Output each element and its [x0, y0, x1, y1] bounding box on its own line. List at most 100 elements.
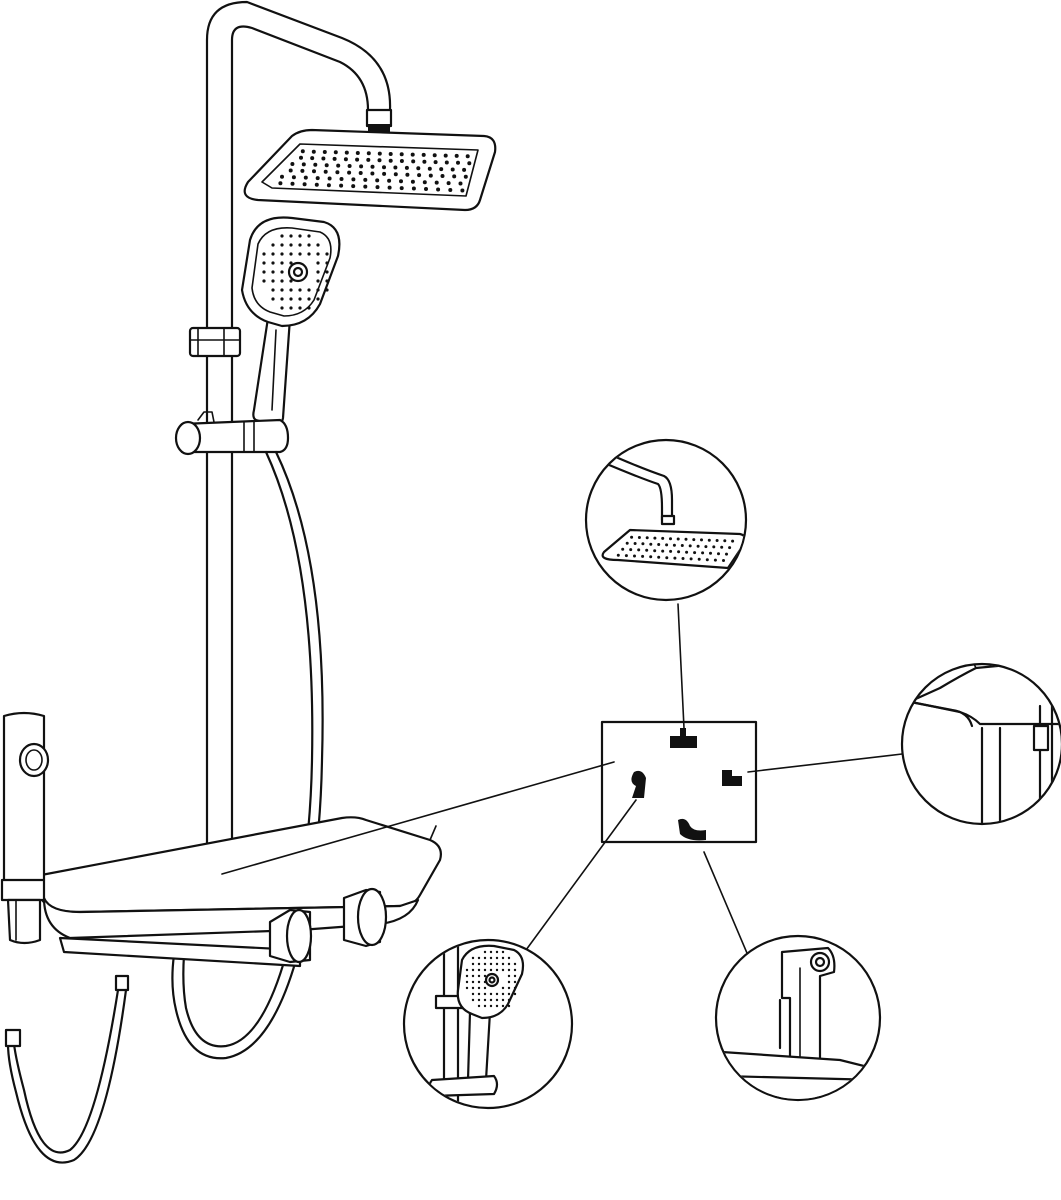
rain-shower-head [243, 128, 497, 212]
parts-kit-box [600, 720, 758, 844]
nozzle-dot [489, 992, 493, 996]
nozzle-dot [358, 171, 363, 175]
nozzle-dot [633, 542, 637, 545]
nozzle-dot [299, 155, 303, 160]
side-hand-spray [0, 711, 50, 945]
nozzle-dot [645, 548, 649, 552]
nozzle-dot [280, 288, 284, 292]
nozzle-dot [673, 556, 677, 560]
nozzle-dot [483, 1004, 487, 1008]
nozzle-dot [289, 252, 293, 256]
nozzle-dot [289, 297, 293, 301]
nozzle-dot [388, 158, 393, 163]
nozzle-dot [489, 998, 493, 1002]
nozzle-dot [271, 279, 275, 283]
nozzle-dot [715, 539, 719, 542]
callout-rain-nozzles [616, 535, 735, 562]
nozzle-dot [477, 962, 481, 966]
nozzle-dot [370, 171, 375, 176]
nozzle-dot [280, 306, 284, 310]
kit-part-curved-clip [678, 818, 706, 841]
nozzle-dot [692, 538, 696, 542]
nozzle-dot [701, 551, 705, 555]
nozzle-dot [271, 243, 275, 247]
nozzle-dot [657, 543, 661, 546]
nozzle-dot [513, 992, 517, 996]
nozzle-dot [382, 165, 386, 170]
nozzle-dot [483, 956, 487, 960]
nozzle-dot [347, 170, 352, 175]
nozzle-dot [688, 544, 692, 548]
nozzle-dot [316, 261, 320, 265]
nozzle-dot [477, 956, 481, 960]
nozzle-dot [262, 252, 266, 256]
nozzle-dot [676, 537, 680, 541]
kit-part-arm-connector [670, 728, 697, 748]
nozzle-dot [665, 543, 669, 547]
nozzle-dot [280, 234, 284, 238]
nozzle-dot [289, 234, 293, 238]
nozzle-dot [411, 159, 416, 164]
nozzle-dot [657, 555, 661, 559]
nozzle-dot [471, 956, 475, 960]
nozzle-dot [335, 170, 340, 175]
nozzle-dot [507, 980, 511, 984]
nozzle-dot [410, 179, 415, 184]
nozzle-dot [313, 162, 318, 167]
nozzle-dot [467, 161, 472, 166]
nozzle-dot [290, 181, 295, 186]
callout-hand-holder [402, 938, 574, 1110]
nozzle-dot [326, 183, 331, 188]
nozzle-dot [375, 185, 380, 190]
nozzle-dot [325, 279, 329, 283]
nozzle-dot [465, 974, 469, 978]
nozzle-dot [477, 986, 481, 990]
nozzle-dot [351, 184, 356, 189]
nozzle-dot [417, 173, 422, 178]
nozzle-dot [460, 188, 465, 193]
nozzle-dot [377, 158, 382, 163]
nozzle-dot [327, 176, 332, 181]
nozzle-dot [637, 548, 641, 552]
nozzle-dot [713, 558, 717, 562]
upper-slide-holder [188, 326, 242, 358]
nozzle-dot [404, 165, 409, 170]
nozzle-dot [325, 252, 329, 256]
nozzle-dot [443, 153, 448, 158]
nozzle-dot [501, 950, 505, 954]
nozzle-dot [303, 175, 308, 180]
nozzle-dot [355, 157, 360, 162]
nozzle-dot [501, 992, 505, 996]
nozzle-dot [280, 243, 284, 247]
nozzle-dot [344, 150, 349, 155]
nozzle-dot [501, 968, 505, 972]
nozzle-dot [444, 160, 449, 165]
kit-part-bracket [722, 770, 742, 786]
nozzle-dot [359, 164, 364, 169]
nozzle-dot [471, 980, 475, 984]
nozzle-dot [280, 252, 284, 256]
nozzle-dot [456, 160, 460, 165]
nozzle-dot [705, 558, 709, 562]
nozzle-dot [685, 550, 689, 554]
nozzle-dot [677, 550, 681, 554]
nozzle-dot [302, 182, 307, 187]
nozzle-dot [315, 176, 320, 181]
nozzle-dot [661, 536, 665, 540]
nozzle-dot [332, 156, 337, 161]
nozzle-dot [665, 556, 669, 560]
nozzle-dot [289, 261, 293, 265]
nozzle-dot [333, 150, 338, 155]
nozzle-dot [507, 968, 511, 972]
nozzle-dot [382, 171, 387, 176]
nozzle-dot [477, 980, 481, 984]
nozzle-dot [316, 243, 320, 247]
nozzle-dot [507, 956, 511, 960]
nozzle-dot [351, 177, 356, 182]
nozzle-dot [388, 152, 393, 156]
nozzle-dot [355, 151, 360, 155]
nozzle-dot [280, 279, 284, 283]
nozzle-dot [722, 559, 725, 562]
nozzle-dot [625, 541, 629, 545]
